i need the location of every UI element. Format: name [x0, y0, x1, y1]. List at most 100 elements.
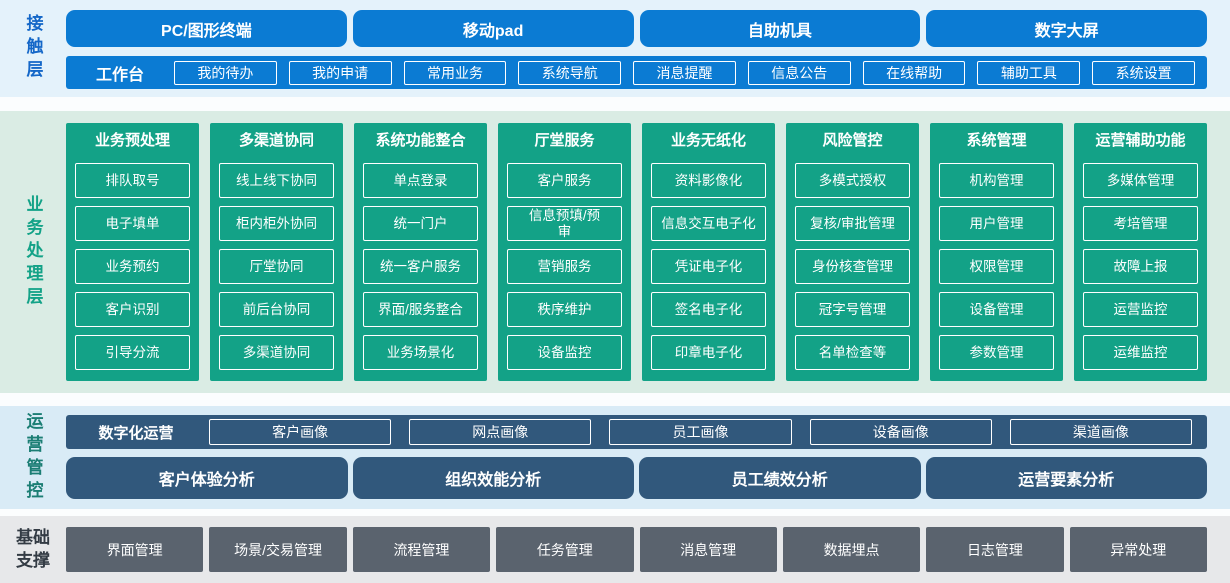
item-multimedia-management[interactable]: 多媒体管理: [1083, 163, 1198, 198]
item-organization-management[interactable]: 机构管理: [939, 163, 1054, 198]
item-equipment-monitoring[interactable]: 设备监控: [507, 335, 622, 370]
workbench-item-my-todo[interactable]: 我的待办: [174, 60, 277, 85]
column-title: 系统管理: [966, 132, 1027, 149]
foundation-layer-side: 基础支撑: [0, 527, 66, 571]
portrait-device[interactable]: 设备画像: [809, 419, 992, 445]
column-paperless-business: 业务无纸化 资料影像化 信息交互电子化 凭证电子化 签名电子化 印章电子化: [642, 123, 775, 381]
item-multichannel-collab[interactable]: 多渠道协同: [219, 335, 334, 370]
item-maintenance-monitoring[interactable]: 运维监控: [1083, 335, 1198, 370]
item-business-scenario[interactable]: 业务场景化: [363, 335, 478, 370]
business-layer-label: 业务处理层: [23, 194, 43, 310]
terminal-pc[interactable]: PC/图形终端: [66, 10, 347, 47]
column-lobby-service: 厅堂服务 客户服务 信息预填/预审 营销服务 秩序维护 设备监控: [498, 123, 631, 381]
digital-operations-bar: 数字化运营 客户画像 网点画像 员工画像 设备画像 渠道画像: [66, 415, 1207, 449]
item-inside-outside-counter-collab[interactable]: 柜内柜外协同: [219, 206, 334, 241]
foundation-ui-management[interactable]: 界面管理: [66, 527, 204, 572]
contact-layer-content: PC/图形终端 移动pad 自助机具 数字大屏 工作台 我的待办 我的申请 常用…: [66, 0, 1230, 97]
operations-layer-band: 运营管控 数字化运营 客户画像 网点画像 员工画像 设备画像 渠道画像 客户体验…: [0, 406, 1230, 509]
item-unified-customer-service[interactable]: 统一客户服务: [363, 249, 478, 284]
business-layer-band: 业务处理层 业务预处理 排队取号 电子填单 业务预约 客户识别 引导分流 多渠道…: [0, 111, 1230, 393]
column-title: 运营辅助功能: [1095, 132, 1186, 149]
portrait-employee[interactable]: 员工画像: [609, 419, 792, 445]
workbench-item-info-announcement[interactable]: 信息公告: [747, 60, 851, 85]
terminal-self-service[interactable]: 自助机具: [639, 10, 921, 47]
operations-layer-label: 运营管控: [23, 411, 43, 504]
item-customer-service[interactable]: 客户服务: [507, 163, 622, 198]
item-operation-monitoring[interactable]: 运营监控: [1083, 292, 1198, 327]
item-electronic-info-exchange[interactable]: 信息交互电子化: [651, 206, 766, 241]
item-electronic-seal[interactable]: 印章电子化: [651, 335, 766, 370]
foundation-log-management[interactable]: 日志管理: [926, 527, 1064, 572]
terminal-digital-screen[interactable]: 数字大屏: [926, 10, 1207, 47]
foundation-data-tracking[interactable]: 数据埋点: [782, 527, 921, 572]
item-info-prefill-preaudit[interactable]: 信息预填/预审: [507, 206, 622, 241]
item-ui-service-integration[interactable]: 界面/服务整合: [363, 292, 478, 327]
item-fault-reporting[interactable]: 故障上报: [1083, 249, 1198, 284]
item-customer-identification[interactable]: 客户识别: [75, 292, 190, 327]
portrait-channel[interactable]: 渠道画像: [1009, 419, 1193, 445]
business-layer-content: 业务预处理 排队取号 电子填单 业务预约 客户识别 引导分流 多渠道协同 线上线…: [66, 111, 1230, 393]
item-user-management[interactable]: 用户管理: [939, 206, 1054, 241]
foundation-process-management[interactable]: 流程管理: [352, 527, 491, 572]
foundation-layer-band: 基础支撑 界面管理 场景/交易管理 流程管理 任务管理 消息管理 数据埋点 日志…: [0, 516, 1230, 583]
workbench-item-system-navigation[interactable]: 系统导航: [518, 60, 622, 85]
terminal-mobile-pad[interactable]: 移动pad: [352, 10, 634, 47]
workbench-item-my-applications[interactable]: 我的申请: [288, 60, 392, 85]
item-business-appointment[interactable]: 业务预约: [75, 249, 190, 284]
item-label: 信息预填/预审: [528, 207, 601, 239]
analysis-customer-experience[interactable]: 客户体验分析: [66, 457, 348, 499]
workbench-item-system-settings[interactable]: 系统设置: [1092, 60, 1196, 85]
portrait-branch[interactable]: 网点画像: [409, 419, 592, 445]
foundation-layer-content: 界面管理 场景/交易管理 流程管理 任务管理 消息管理 数据埋点 日志管理 异常…: [66, 527, 1230, 572]
item-device-management[interactable]: 设备管理: [939, 292, 1054, 327]
portrait-customer[interactable]: 客户画像: [209, 419, 392, 445]
foundation-task-management[interactable]: 任务管理: [496, 527, 634, 572]
column-risk-control: 风险管控 多模式授权 复核/审批管理 身份核查管理 冠字号管理 名单检查等: [786, 123, 919, 381]
item-guide-diversion[interactable]: 引导分流: [75, 335, 190, 370]
item-training-management[interactable]: 考培管理: [1083, 206, 1198, 241]
foundation-scene-transaction-management[interactable]: 场景/交易管理: [209, 527, 347, 572]
item-online-offline-collab[interactable]: 线上线下协同: [219, 163, 334, 198]
foundation-exception-handling[interactable]: 异常处理: [1069, 527, 1207, 572]
analysis-row: 客户体验分析 组织效能分析 员工绩效分析 运营要素分析: [66, 457, 1207, 499]
item-queue-number[interactable]: 排队取号: [75, 163, 190, 198]
column-title: 业务预处理: [94, 132, 170, 149]
workbench-item-message-reminder[interactable]: 消息提醒: [633, 60, 736, 85]
workbench-label: 工作台: [95, 66, 144, 84]
digital-operations-label: 数字化运营: [98, 424, 174, 442]
item-identity-verification-management[interactable]: 身份核查管理: [795, 249, 910, 284]
item-list-checking[interactable]: 名单检查等: [795, 335, 910, 370]
item-front-back-office-collab[interactable]: 前后台协同: [219, 292, 334, 327]
contact-layer-label: 接触层: [23, 14, 43, 83]
item-serial-number-management[interactable]: 冠字号管理: [795, 292, 910, 327]
foundation-message-management[interactable]: 消息管理: [639, 527, 777, 572]
item-order-maintenance[interactable]: 秩序维护: [507, 292, 622, 327]
item-electronic-form[interactable]: 电子填单: [75, 206, 190, 241]
analysis-organizational-efficiency[interactable]: 组织效能分析: [352, 457, 634, 499]
workbench-item-common-business[interactable]: 常用业务: [403, 60, 507, 85]
item-lobby-collab[interactable]: 厅堂协同: [219, 249, 334, 284]
workbench-item-online-help[interactable]: 在线帮助: [862, 60, 966, 85]
column-title: 厅堂服务: [534, 132, 595, 149]
item-single-sign-on[interactable]: 单点登录: [363, 163, 478, 198]
analysis-operation-factors[interactable]: 运营要素分析: [925, 457, 1207, 499]
column-system-management: 系统管理 机构管理 用户管理 权限管理 设备管理 参数管理: [930, 123, 1063, 381]
workbench-bar: 工作台 我的待办 我的申请 常用业务 系统导航 消息提醒 信息公告 在线帮助 辅…: [66, 56, 1207, 89]
column-business-preprocessing: 业务预处理 排队取号 电子填单 业务预约 客户识别 引导分流: [66, 123, 199, 381]
workbench-item-auxiliary-tools[interactable]: 辅助工具: [977, 60, 1081, 85]
item-parameter-management[interactable]: 参数管理: [939, 335, 1054, 370]
item-electronic-voucher[interactable]: 凭证电子化: [651, 249, 766, 284]
item-multimode-authorization[interactable]: 多模式授权: [795, 163, 910, 198]
analysis-employee-performance[interactable]: 员工绩效分析: [639, 457, 921, 499]
item-electronic-signature[interactable]: 签名电子化: [651, 292, 766, 327]
item-marketing-service[interactable]: 营销服务: [507, 249, 622, 284]
item-review-approval-management[interactable]: 复核/审批管理: [795, 206, 910, 241]
column-operation-auxiliary-functions: 运营辅助功能 多媒体管理 考培管理 故障上报 运营监控 运维监控: [1074, 123, 1207, 381]
item-document-imaging[interactable]: 资料影像化: [651, 163, 766, 198]
item-unified-portal[interactable]: 统一门户: [363, 206, 478, 241]
column-title: 多渠道协同: [238, 132, 314, 149]
operations-layer-side: 运营管控: [0, 406, 66, 509]
contact-layer-side: 接触层: [0, 0, 66, 97]
item-permission-management[interactable]: 权限管理: [939, 249, 1054, 284]
